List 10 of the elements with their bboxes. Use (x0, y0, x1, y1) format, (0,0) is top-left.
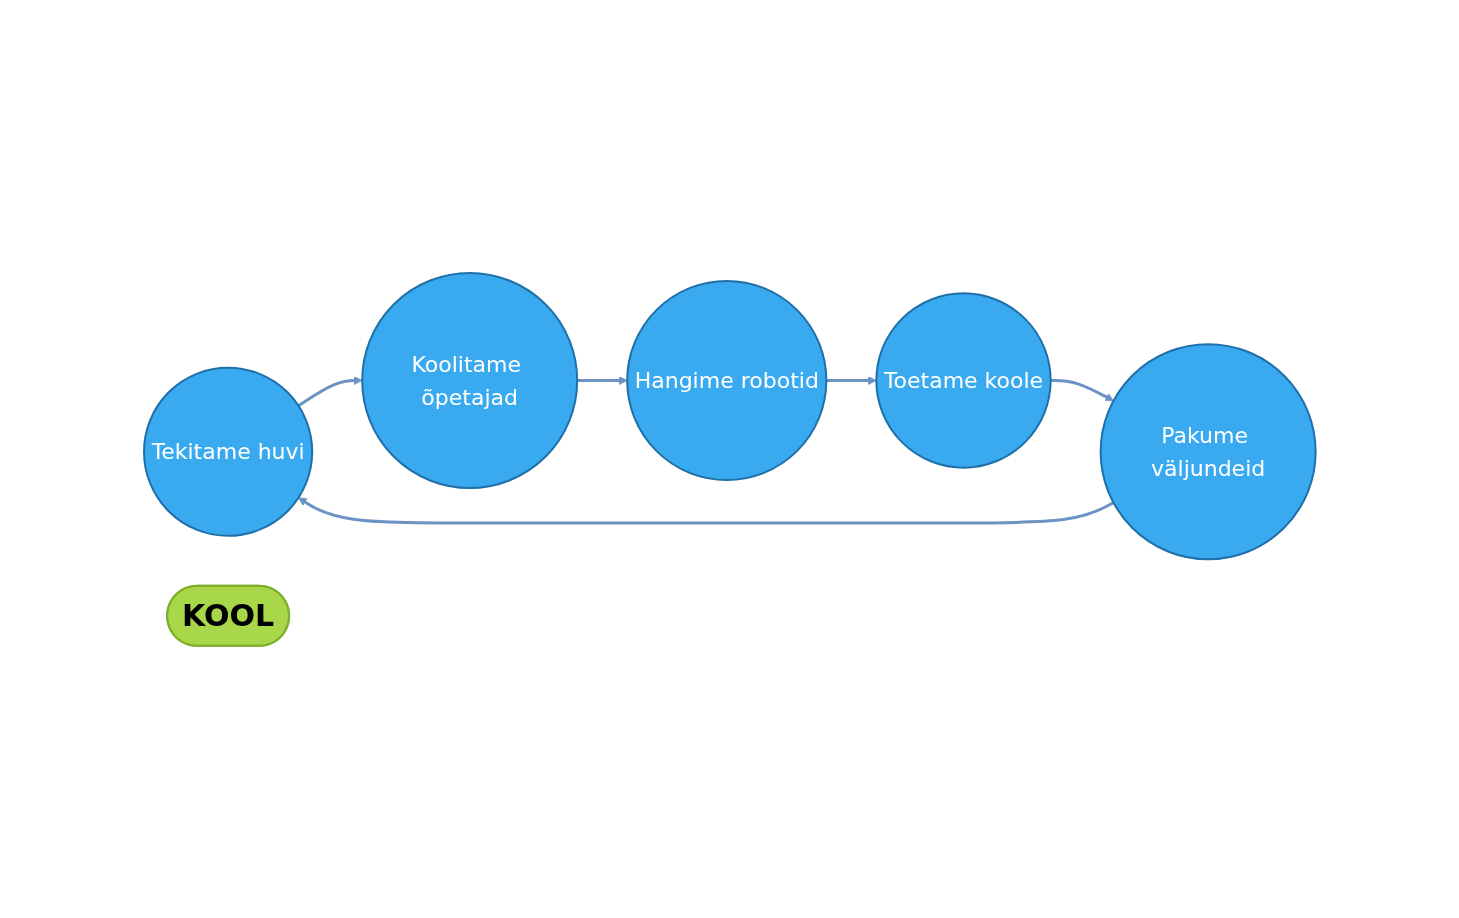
arrow (576, 375, 628, 385)
arrow (297, 496, 1114, 525)
node-circle: Koolitame õpetajad (360, 271, 578, 489)
node-circle: Toetame koole (875, 291, 1052, 469)
node-circle: Tekitame huvi (142, 366, 313, 537)
node-circle: Pakume väljundeid (1099, 342, 1317, 560)
arrow (826, 375, 877, 385)
node-circle: Hangime robotid (625, 279, 827, 481)
arrow (1050, 378, 1114, 401)
arrow (297, 375, 363, 407)
